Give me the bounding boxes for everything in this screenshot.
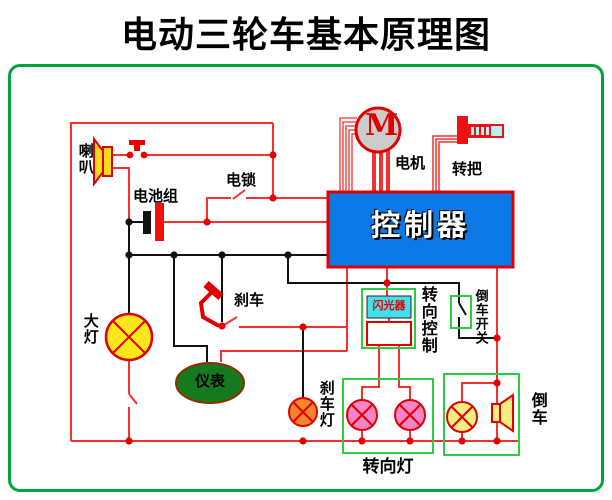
brake-switch-blade (223, 316, 238, 326)
label-turn-lights: 转向灯 (362, 457, 414, 477)
label-headlight: 大灯 (81, 313, 100, 345)
flasher-box (366, 295, 412, 319)
reverse-lamp-icon (446, 401, 478, 433)
meter-icon (175, 362, 245, 404)
flasher-group-box (361, 288, 416, 349)
label-flasher: 闪光器 (372, 299, 406, 312)
brake-pedal-icon[interactable] (198, 280, 224, 328)
black-junction-dots (125, 218, 292, 259)
throttle-wires (432, 135, 458, 192)
label-brake-light: 刹车灯 (317, 380, 336, 428)
turn-lights-box (342, 378, 434, 454)
reverse-switch-box (450, 295, 472, 329)
battery-icon (143, 203, 164, 241)
motor-icon (354, 106, 402, 154)
meter-wire (220, 350, 347, 362)
horn-speaker-icon (93, 136, 113, 187)
group-boxes (342, 288, 520, 456)
throttle-icon[interactable] (457, 116, 504, 144)
reverse-switch-blade (458, 302, 467, 316)
label-key-switch: 电锁 (226, 171, 257, 189)
label-turn-control: 转向控制 (418, 286, 438, 354)
label-motor: 电机 (395, 154, 426, 172)
turn-switch-box[interactable] (366, 321, 412, 346)
diagram-frame (8, 64, 604, 492)
reverse-group-box (443, 373, 520, 456)
horn-button-icon[interactable] (126, 140, 148, 159)
motor-hall-wires (339, 117, 357, 192)
headlight-switch-blade (128, 393, 138, 405)
label-brake: 刹车 (234, 291, 265, 309)
label-controller: 控制器 (370, 208, 470, 242)
turn-lamp-left-icon (346, 399, 378, 431)
label-horn: 喇叭 (76, 143, 95, 175)
controller-box (326, 190, 515, 269)
outer-loop-wire (70, 122, 273, 441)
reverse-speaker-icon (491, 393, 514, 433)
page-title: 电动三轮车基本原理图 (120, 15, 491, 56)
ground-wires (128, 221, 494, 398)
label-throttle: 转把 (452, 160, 483, 178)
label-reverse-switch: 倒车开关 (472, 289, 488, 345)
label-battery: 电池组 (133, 187, 179, 205)
key-switch-blade (232, 189, 246, 200)
red-junction-dots (125, 151, 501, 445)
label-reverse: 倒车 (528, 392, 548, 426)
headlight-lamp-icon (104, 312, 154, 362)
brake-lamp-icon (288, 397, 318, 427)
motor-phase-wires (372, 150, 390, 192)
battery-negative-wire (128, 221, 144, 255)
label-meter: 仪表 (194, 372, 225, 390)
turn-lamp-right-icon (394, 399, 426, 431)
motor-symbol: M (365, 108, 399, 143)
